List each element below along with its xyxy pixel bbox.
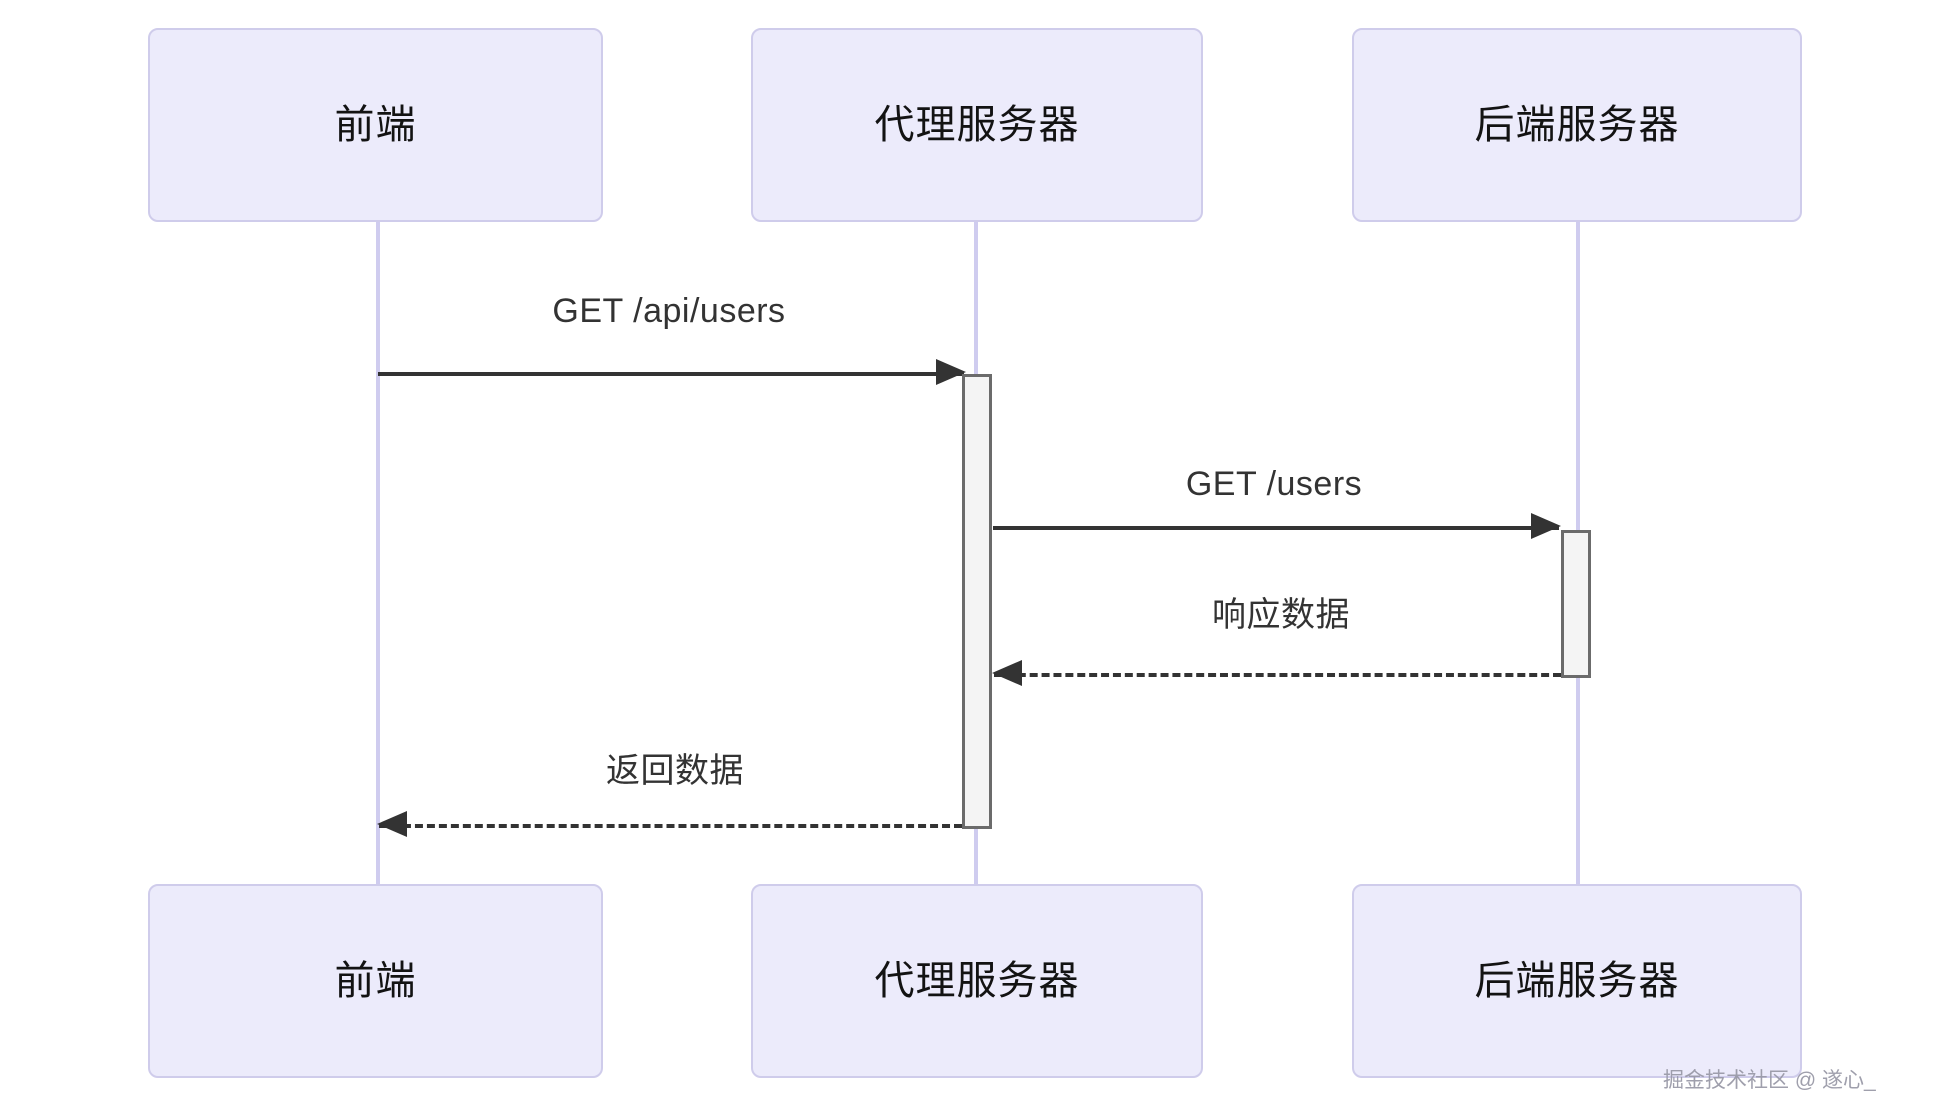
participant-proxy-top[interactable]: 代理服务器 (751, 28, 1203, 222)
participant-backend-top-label: 后端服务器 (1474, 103, 1680, 147)
watermark-text: 掘金技术社区 @ 遂心_ (1663, 1069, 1876, 1092)
message-1-line (378, 372, 964, 376)
participant-backend-top[interactable]: 后端服务器 (1352, 28, 1802, 222)
participant-frontend-bottom[interactable]: 前端 (148, 884, 603, 1078)
message-4-label: 返回数据 (606, 752, 744, 790)
activation-bar-proxy (962, 374, 992, 829)
message-2-arrowhead (1531, 513, 1561, 539)
message-4-line (379, 824, 962, 828)
message-2-line (993, 526, 1559, 530)
participant-proxy-bottom[interactable]: 代理服务器 (751, 884, 1203, 1078)
message-2-label: GET /users (1185, 465, 1363, 503)
participant-backend-bottom[interactable]: 后端服务器 (1352, 884, 1802, 1078)
participant-proxy-bottom-label: 代理服务器 (874, 959, 1080, 1003)
message-1-label: GET /api/users (552, 292, 786, 330)
message-3-line (994, 673, 1561, 677)
message-1-arrowhead (936, 359, 966, 385)
lifeline-frontend (376, 218, 380, 888)
participant-frontend-top-label: 前端 (334, 103, 417, 147)
participant-frontend-bottom-label: 前端 (334, 959, 417, 1003)
activation-bar-backend (1561, 530, 1591, 678)
participant-frontend-top[interactable]: 前端 (148, 28, 603, 222)
message-3-arrowhead (992, 660, 1022, 686)
message-4-arrowhead (377, 811, 407, 837)
message-3-label: 响应数据 (1212, 596, 1350, 634)
participant-backend-bottom-label: 后端服务器 (1474, 959, 1680, 1003)
participant-proxy-top-label: 代理服务器 (874, 103, 1080, 147)
